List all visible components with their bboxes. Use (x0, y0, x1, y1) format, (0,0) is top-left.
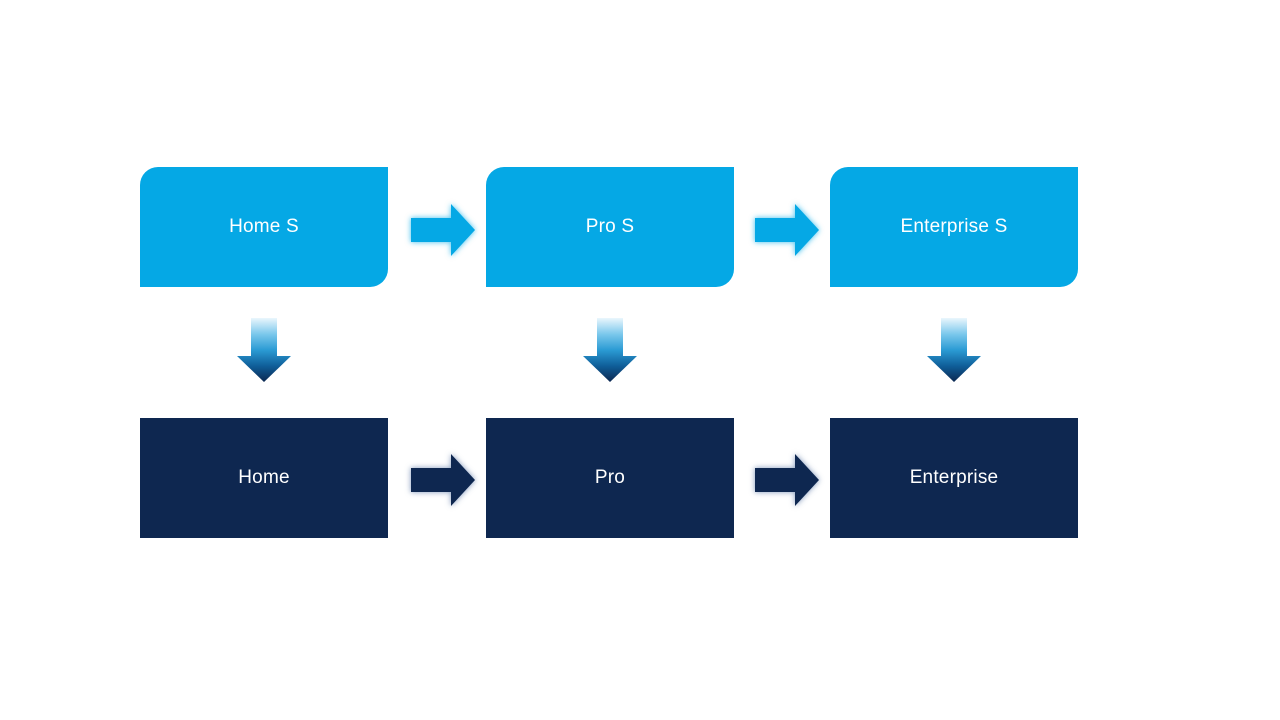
bottom-box-enterprise: Enterprise (830, 418, 1078, 538)
top-box-pro-label: Pro S (585, 216, 635, 237)
bottom-box-home-label: Home (238, 467, 290, 488)
top-box-pro: Pro S (486, 167, 734, 287)
bottom-box-pro-label: Pro (594, 467, 626, 488)
bottom-box-home: Home (140, 418, 388, 538)
top-box-home-label: Home S (229, 216, 299, 237)
right-arrow-icon (411, 204, 475, 256)
down-arrow-icon (927, 318, 981, 382)
top-box-enterprise: Enterprise S (830, 167, 1078, 287)
right-arrow-icon (755, 204, 819, 256)
down-arrow-icon (237, 318, 291, 382)
top-box-enterprise-label: Enterprise S (900, 216, 1008, 237)
right-arrow-icon (755, 454, 819, 506)
bottom-box-enterprise-label: Enterprise (909, 467, 999, 488)
top-box-home: Home S (140, 167, 388, 287)
right-arrow-icon (411, 454, 475, 506)
down-arrow-icon (583, 318, 637, 382)
bottom-box-pro: Pro (486, 418, 734, 538)
